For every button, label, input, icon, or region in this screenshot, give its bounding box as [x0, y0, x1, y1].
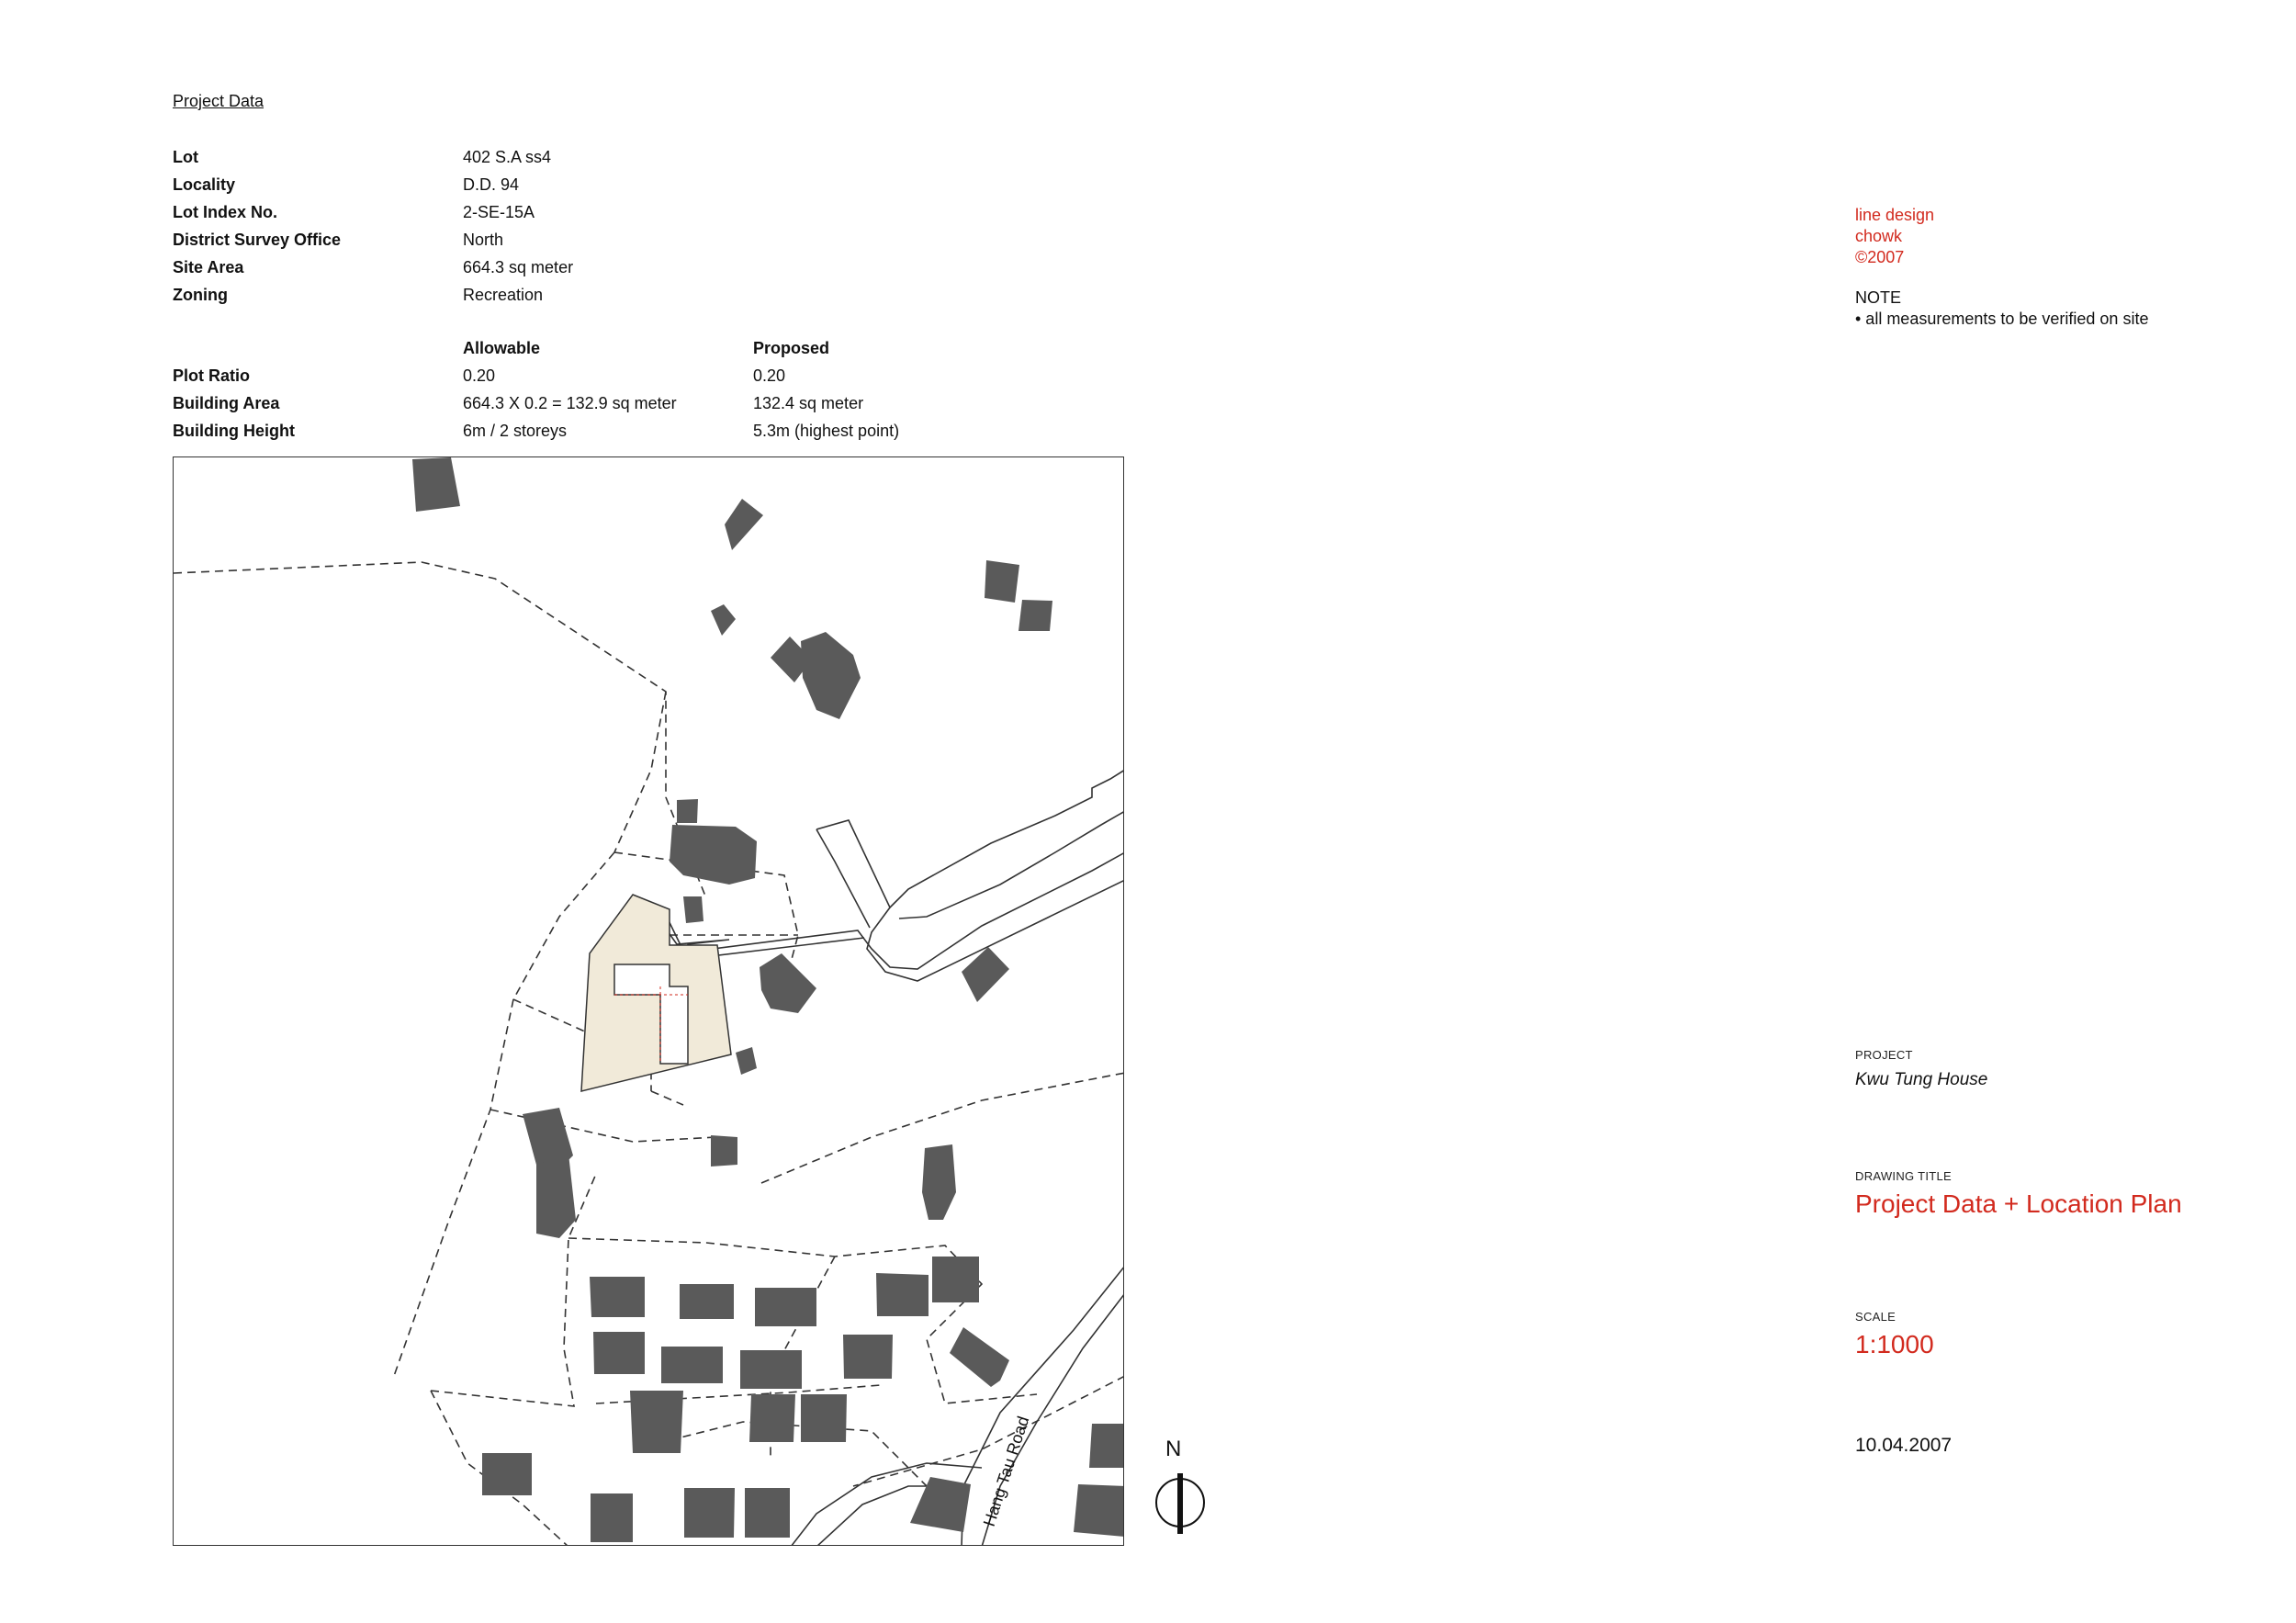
row-label: Plot Ratio: [173, 366, 250, 385]
allowable-value: 6m / 2 storeys: [463, 422, 568, 440]
north-label: N: [1165, 1437, 1182, 1461]
table-row: Site Area 664.3 sq meter: [173, 254, 753, 281]
location-plan-map: Hang Tau Road: [173, 456, 1124, 1546]
row-label: Lot: [173, 148, 198, 166]
row-value: 2-SE-15A: [463, 203, 535, 221]
proposed-value: 5.3m (highest point): [753, 422, 900, 440]
project-data-heading: Project Data: [173, 92, 264, 110]
comparison-header: Allowable Proposed: [173, 334, 1029, 362]
note: NOTE • all measurements to be verified o…: [1855, 287, 2148, 330]
row-label: Locality: [173, 175, 236, 194]
row-label: Zoning: [173, 286, 228, 304]
table-row: Lot Index No. 2-SE-15A: [173, 198, 753, 226]
col-allowable: Allowable: [463, 339, 541, 357]
row-label: Building Area: [173, 394, 280, 412]
row-label: Site Area: [173, 258, 244, 276]
project-label: PROJECT: [1855, 1048, 1913, 1062]
table-row: Building Height 6m / 2 storeys 5.3m (highe…: [173, 417, 1029, 445]
map-drawing: Hang Tau Road: [174, 457, 1123, 1545]
row-value: Recreation: [463, 286, 544, 304]
drawing-date: 10.04.2007: [1855, 1435, 1953, 1456]
row-label: Lot Index No.: [173, 203, 277, 221]
table-row: Zoning Recreation: [173, 281, 753, 309]
table-row: Plot Ratio 0.20 0.20: [173, 362, 1029, 389]
proposed-value: 132.4 sq meter: [753, 394, 864, 412]
table-row: Lot 402 S.A ss4: [173, 143, 753, 171]
project-name: Kwu Tung House: [1855, 1070, 1988, 1089]
proposed-value: 0.20: [753, 366, 786, 385]
allowable-value: 0.20: [463, 366, 496, 385]
table-row: Building Area 664.3 X 0.2 = 132.9 sq mete…: [173, 389, 1029, 417]
credits: line design chowk ©2007: [1855, 205, 1934, 268]
row-label: Building Height: [173, 422, 295, 440]
north-arrow-icon: [1155, 1473, 1205, 1534]
allowable-value: 664.3 X 0.2 = 132.9 sq meter: [463, 394, 677, 412]
table-row: District Survey Office North: [173, 226, 753, 254]
drawing-title: Project Data + Location Plan: [1855, 1189, 2182, 1218]
proposed-house: [613, 964, 689, 1065]
drawing-title-label: DRAWING TITLE: [1855, 1169, 1953, 1183]
row-value: 664.3 sq meter: [463, 258, 574, 276]
note-item: • all measurements to be verified on sit…: [1855, 310, 2149, 328]
row-value: D.D. 94: [463, 175, 520, 194]
note-title: NOTE: [1855, 288, 1902, 307]
row-value: North: [463, 231, 504, 249]
credit-line: chowk: [1855, 227, 1903, 245]
scale-label: SCALE: [1855, 1310, 1896, 1324]
scale-value: 1:1000: [1855, 1330, 1934, 1358]
road-label: Hang Tau Road: [980, 1414, 1033, 1528]
table-row: Locality D.D. 94: [173, 171, 753, 198]
credit-line: line design: [1855, 206, 1935, 224]
comparison-table: Allowable Proposed Plot Ratio 0.20 0.20 Bui…: [173, 334, 1029, 445]
north-arrow: N: [1153, 1437, 1208, 1538]
row-label: District Survey Office: [173, 231, 342, 249]
credit-line: ©2007: [1855, 248, 1905, 266]
row-value: 402 S.A ss4: [463, 148, 552, 166]
buildings: [412, 457, 1123, 1542]
col-proposed: Proposed: [753, 339, 830, 357]
project-data-table: Lot 402 S.A ss4 Locality D.D. 94 Lot Index…: [173, 143, 753, 309]
